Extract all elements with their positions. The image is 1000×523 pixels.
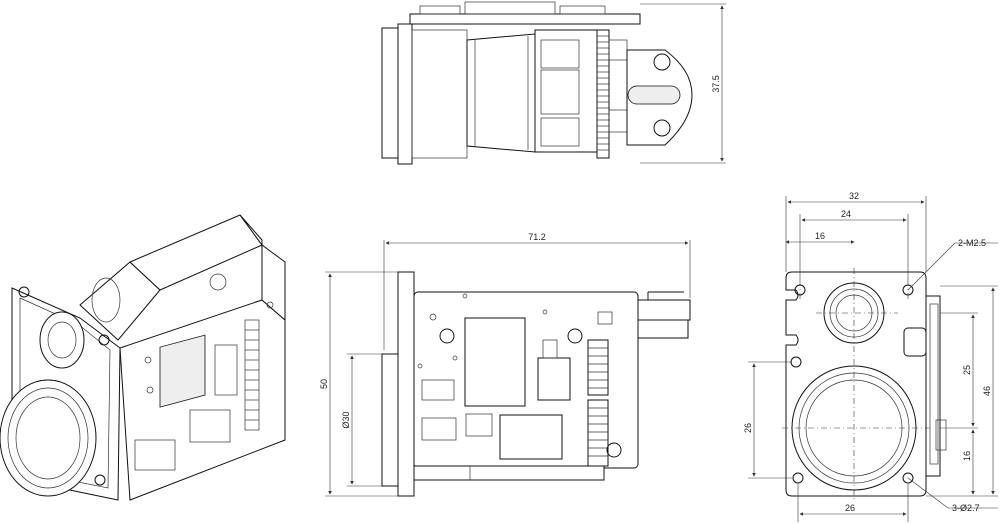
dim-lens-diameter: Ø30 <box>341 411 351 428</box>
front-view: 32 24 16 2-M2.5 25 46 16 26 26 <box>743 191 998 522</box>
side-pins <box>588 347 608 457</box>
dim-front-26-bottom: 26 <box>845 503 855 513</box>
callout-hole: 3-Ø2.7 <box>952 503 980 513</box>
dim-height-top: 37.5 <box>711 75 721 93</box>
side-view: 71.2 50 Ø30 <box>319 232 691 497</box>
iso-view <box>0 214 286 501</box>
iso-comb <box>245 329 259 421</box>
pin-comb <box>597 35 609 151</box>
dim-front-24: 24 <box>841 209 851 219</box>
dim-front-46: 46 <box>982 386 992 396</box>
dim-front-26-left: 26 <box>743 423 753 433</box>
dim-height-side: 50 <box>319 379 329 389</box>
callout-mount-thread: 2-M2.5 <box>958 238 986 248</box>
dim-front-16: 16 <box>815 231 825 241</box>
dim-length-side: 71.2 <box>528 232 546 242</box>
dim-front-16-right: 16 <box>962 451 972 461</box>
dim-front-width: 32 <box>849 191 859 201</box>
top-view: 37.5 <box>381 1 726 165</box>
dim-front-25: 25 <box>962 365 972 375</box>
